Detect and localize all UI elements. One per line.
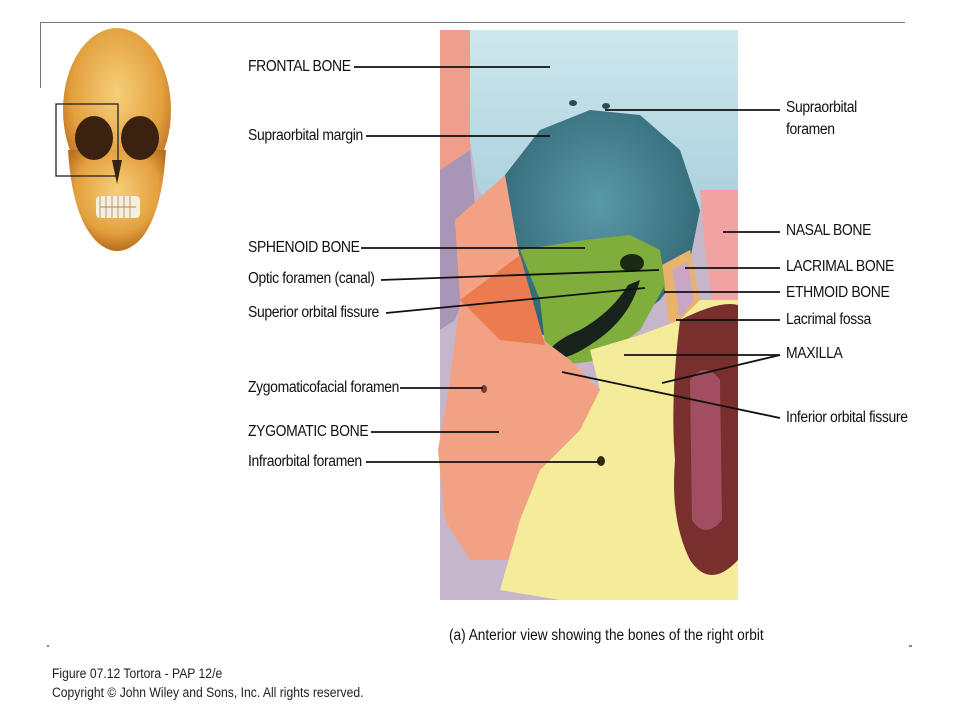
label-supraorbital-foramen-line1: Supraorbital	[786, 99, 857, 116]
orbit-drawing	[438, 30, 738, 600]
label-superior-orbital-fissure: Superior orbital fissure	[248, 304, 379, 321]
figure-caption: (a) Anterior view showing the bones of t…	[449, 627, 764, 644]
copyright-notice: Copyright © John Wiley and Sons, Inc. Al…	[52, 685, 364, 700]
label-infraorbital-foramen: Infraorbital foramen	[248, 453, 362, 470]
label-ethmoid-bone: ETHMOID BONE	[786, 284, 890, 301]
frontal-bone-region	[470, 30, 738, 215]
leader-lines	[354, 66, 781, 463]
label-supraorbital-margin: Supraorbital margin	[248, 127, 363, 144]
right-edge-mark	[909, 645, 912, 647]
top-border-line	[40, 22, 905, 23]
label-maxilla: MAXILLA	[786, 345, 843, 362]
left-border-line	[40, 22, 41, 88]
label-lacrimal-bone: LACRIMAL BONE	[786, 258, 894, 275]
left-edge-mark	[47, 645, 49, 647]
label-supraorbital-foramen-line2: foramen	[786, 121, 835, 138]
skull-thumbnail	[63, 28, 171, 251]
label-zygomatic-bone: ZYGOMATIC BONE	[248, 423, 369, 440]
label-nasal-bone: NASAL BONE	[786, 222, 872, 239]
label-zygomaticofacial-foramen: Zygomaticofacial foramen	[248, 379, 400, 396]
label-sphenoid-bone: SPHENOID BONE	[248, 239, 360, 256]
figure-reference: Figure 07.12 Tortora - PAP 12/e	[52, 666, 223, 681]
orbit-highlight-box	[55, 103, 119, 177]
label-lacrimal-fossa: Lacrimal fossa	[786, 311, 871, 328]
label-optic-foramen: Optic foramen (canal)	[248, 270, 375, 287]
label-frontal-bone: FRONTAL BONE	[248, 58, 351, 75]
label-inferior-orbital-fissure: Inferior orbital fissure	[786, 409, 908, 426]
